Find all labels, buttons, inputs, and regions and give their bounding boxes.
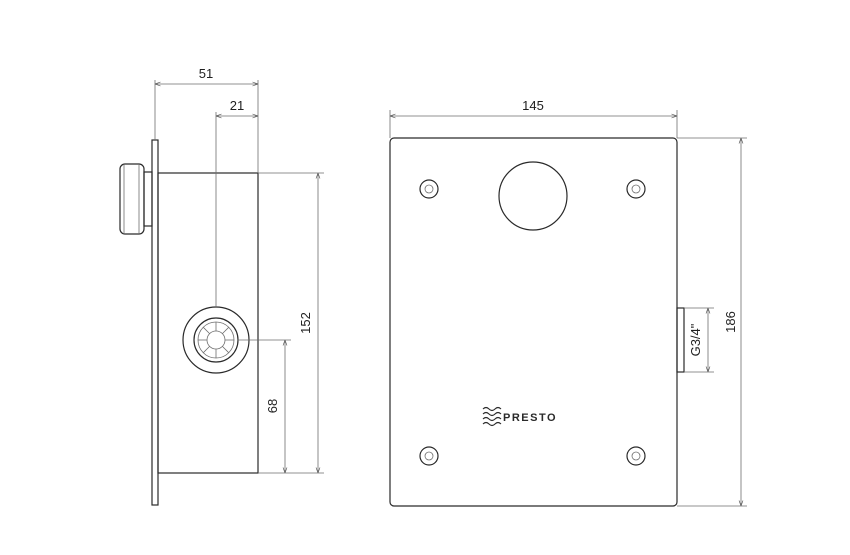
front-screw-bottom-left bbox=[419, 446, 439, 466]
brand-name: PRESTO bbox=[503, 412, 557, 424]
brand-wave-icon bbox=[482, 406, 502, 427]
dim-side-depth-label: 51 bbox=[199, 66, 213, 81]
dim-side-outlet-height-label: 68 bbox=[265, 399, 280, 413]
dim-front-thread: G3/4" bbox=[684, 307, 714, 373]
dim-front-width-label: 145 bbox=[522, 98, 544, 113]
brand-logo: PRESTO bbox=[482, 406, 557, 427]
side-housing bbox=[157, 172, 259, 474]
side-push-button bbox=[119, 163, 153, 235]
front-screw-top-left bbox=[419, 179, 439, 199]
dim-side-height-label: 152 bbox=[298, 312, 313, 334]
dim-front-width: 145 bbox=[389, 98, 678, 138]
dim-front-height: 186 bbox=[677, 137, 747, 507]
dim-side-offset: 21 bbox=[215, 98, 258, 307]
front-thread-connector bbox=[676, 307, 685, 373]
front-screw-bottom-right bbox=[626, 446, 646, 466]
front-push-button bbox=[498, 161, 568, 231]
dim-front-height-label: 186 bbox=[723, 311, 738, 333]
front-faceplate bbox=[389, 137, 678, 507]
dim-side-offset-label: 21 bbox=[230, 98, 244, 113]
front-view: PRESTO 145 G3/4" 186 bbox=[389, 98, 747, 507]
dim-side-outlet-height: 68 bbox=[238, 339, 291, 473]
side-wall-plate bbox=[151, 139, 159, 506]
side-view: 51 21 152 68 bbox=[119, 66, 324, 506]
dim-side-height: 152 bbox=[258, 172, 324, 474]
dim-side-depth: 51 bbox=[154, 66, 259, 173]
front-screw-top-right bbox=[626, 179, 646, 199]
dim-front-thread-label: G3/4" bbox=[688, 323, 703, 356]
